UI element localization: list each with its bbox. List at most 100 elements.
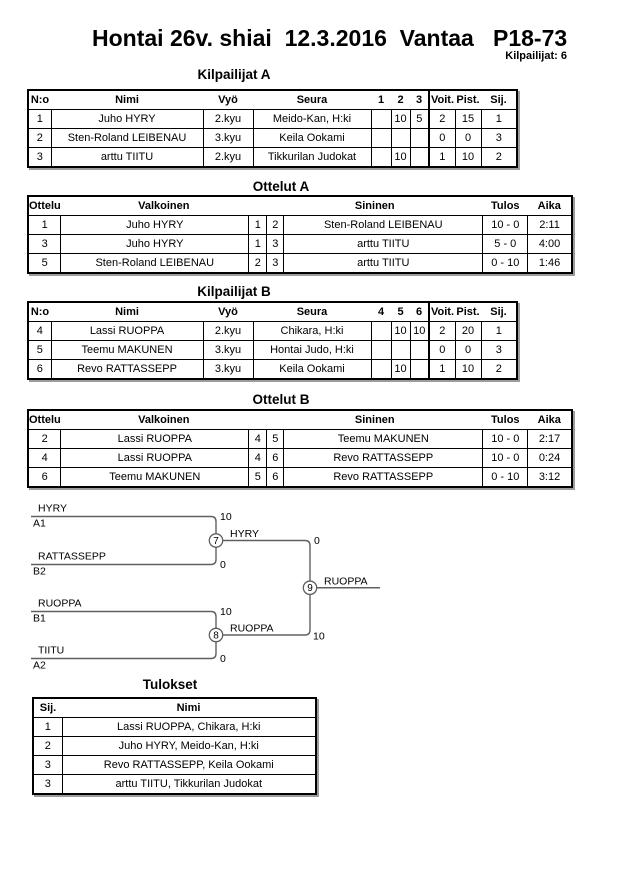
blue-no-cell: 3	[266, 234, 285, 254]
table-row: 4 Lassi RUOPPA 4 6 Revo RATTASSEPP 10 - …	[27, 448, 573, 468]
pool-b-title: Kilpailijat B	[197, 284, 271, 299]
col-header-white: Valkoinen	[60, 410, 267, 430]
score-cell	[409, 147, 430, 168]
col-header-points: Pist.	[455, 90, 481, 110]
name-cell: Lassi RUOPPA	[50, 321, 204, 341]
wins-cell: 1	[428, 147, 456, 168]
col-header-points: Pist.	[455, 302, 481, 322]
col-header-match: Ottelu	[28, 410, 61, 430]
result-name-cell: Revo RATTASSEPP, Keila Ookami	[61, 755, 317, 775]
header-row: N:o Nimi Vyö Seura 1 2 3 Voit. Pist. Sij…	[28, 90, 517, 110]
place-cell: 1	[480, 109, 518, 129]
col-header-no: N:o	[28, 90, 51, 110]
score-cell	[370, 147, 392, 168]
points-cell: 0	[454, 340, 482, 360]
name-cell: Revo RATTASSEPP	[50, 359, 204, 380]
header-row: Ottelu Valkoinen Sininen Tulos Aika	[28, 410, 572, 430]
points-cell: 15	[454, 109, 482, 129]
white-name-cell: Lassi RUOPPA	[60, 429, 250, 449]
white-no-cell: 2	[248, 253, 268, 274]
number-cell: 5	[27, 340, 52, 360]
blue-no-cell: 6	[266, 467, 285, 488]
col-header-belt: Vyö	[203, 302, 253, 322]
col-header-name: Nimi	[51, 302, 203, 322]
col-header-time: Aika	[527, 196, 572, 216]
match-8-circle	[208, 627, 224, 643]
result-name-cell: arttu TIITU, Tikkurilan Judokat	[61, 774, 317, 795]
col-header-place: Sij.	[481, 90, 517, 110]
semi1-winner: HYRY	[230, 528, 259, 540]
bracket-slot-name: RATTASSEPP	[38, 551, 106, 563]
white-name-cell: Juho HYRY	[60, 234, 250, 254]
wins-cell: 0	[428, 340, 456, 360]
white-no-cell: 5	[248, 467, 268, 488]
time-cell: 4:00	[527, 234, 573, 254]
bracket-line-b1	[31, 610, 217, 629]
score-cell	[370, 359, 392, 380]
time-cell: 0:24	[527, 448, 573, 468]
place-cell: 2	[480, 359, 518, 380]
place-cell: 3	[480, 340, 518, 360]
blue-name-cell: arttu TIITU	[283, 253, 484, 274]
bracket-slot-name: HYRY	[38, 503, 67, 515]
time-cell: 3:12	[527, 467, 573, 488]
name-cell: Teemu MAKUNEN	[50, 340, 204, 360]
score-cell	[390, 128, 411, 148]
col-header-white: Valkoinen	[60, 196, 267, 216]
club-cell: Keila Ookami	[252, 359, 372, 380]
col-header-m3: 6	[410, 302, 429, 322]
table-row: 1 Lassi RUOPPA, Chikara, H:ki	[32, 717, 317, 737]
number-cell: 4	[27, 321, 52, 341]
table-row: 2 Lassi RUOPPA 4 5 Teemu MAKUNEN 10 - 0 …	[27, 429, 573, 449]
blue-no-cell: 2	[266, 215, 285, 235]
matches-b-title: Ottelut B	[252, 392, 310, 407]
white-name-cell: Juho HYRY	[60, 215, 250, 235]
place-cell: 1	[480, 321, 518, 341]
result-cell: 5 - 0	[482, 234, 529, 254]
match-7-circle	[208, 533, 224, 548]
club-cell: Tikkurilan Judokat	[252, 147, 372, 168]
wins-cell: 0	[428, 128, 456, 148]
club-cell: Meido-Kan, H:ki	[252, 109, 372, 129]
bracket-slot-score: 10	[220, 511, 232, 523]
table-row: 2 Sten-Roland LEIBENAU 3.kyu Keila Ookam…	[27, 128, 518, 148]
score-cell	[370, 109, 392, 129]
bracket-line-semi1-final	[222, 539, 311, 581]
semi1-winner-score: 0	[314, 535, 320, 547]
score-cell: 10	[390, 321, 411, 341]
white-name-cell: Teemu MAKUNEN	[60, 467, 250, 488]
blue-no-cell: 6	[266, 448, 285, 468]
match-number-cell: 3	[27, 234, 62, 254]
club-cell: Hontai Judo, H:ki	[252, 340, 372, 360]
header-row: Sij. Nimi	[33, 698, 316, 718]
bracket-slot-score: 0	[220, 653, 226, 665]
time-cell: 2:17	[527, 429, 573, 449]
tournament-title: Hontai 26v. shiai 12.3.2016 Vantaa P18-7…	[92, 25, 568, 51]
semi2-winner-score: 10	[313, 631, 325, 643]
place-cell: 3	[32, 755, 63, 775]
col-header-match: Ottelu	[28, 196, 61, 216]
col-header-blue: Sininen	[266, 410, 483, 430]
matches-a-title: Ottelut A	[252, 179, 310, 194]
col-header-blue: Sininen	[266, 196, 483, 216]
white-no-cell: 1	[248, 215, 268, 235]
bracket-line-a1	[31, 515, 217, 534]
table-row: 3 Juho HYRY 1 3 arttu TIITU 5 - 0 4:00	[27, 234, 573, 254]
final-winner: RUOPPA	[324, 576, 368, 588]
header-row: Ottelu Valkoinen Sininen Tulos Aika	[28, 196, 572, 216]
match-7-number: 7	[213, 536, 219, 547]
pool-a-title: Kilpailijat A	[197, 67, 271, 82]
white-name-cell: Sten-Roland LEIBENAU	[60, 253, 250, 274]
blue-no-cell: 5	[266, 429, 285, 449]
table-row: 3 arttu TIITU, Tikkurilan Judokat	[32, 774, 317, 795]
result-cell: 0 - 10	[482, 253, 529, 274]
belt-cell: 3.kyu	[202, 340, 254, 360]
table-row: 4 Lassi RUOPPA 2.kyu Chikara, H:ki 10 10…	[27, 321, 518, 341]
match-number-cell: 4	[27, 448, 62, 468]
white-no-cell: 4	[248, 448, 268, 468]
belt-cell: 2.kyu	[202, 147, 254, 168]
score-cell	[409, 340, 430, 360]
col-header-m2: 5	[391, 302, 410, 322]
col-header-result: Tulos	[482, 196, 528, 216]
col-header-belt: Vyö	[203, 90, 253, 110]
